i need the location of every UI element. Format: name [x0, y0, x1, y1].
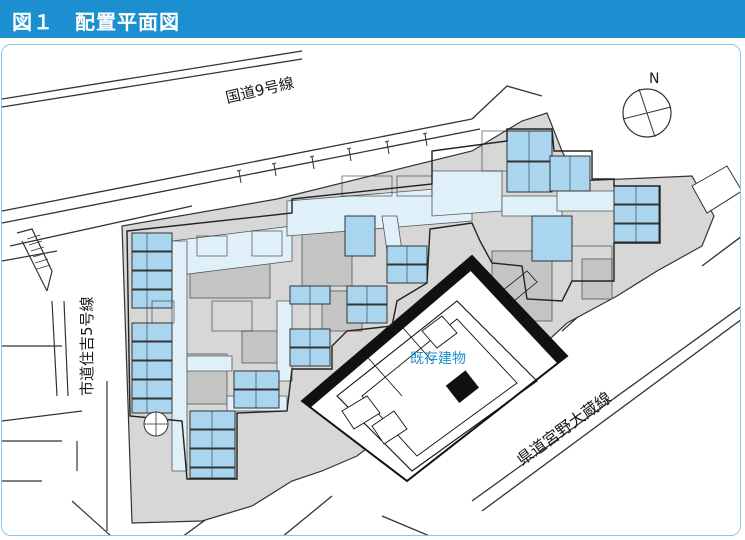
site-plan: 国道9号線 市道住吉5号線 県道宮野大蔵線 既存建物 N	[2, 50, 740, 535]
site-plan-frame: 国道9号線 市道住吉5号線 県道宮野大蔵線 既存建物 N	[1, 44, 741, 536]
corridors	[171, 170, 623, 472]
interior-details	[146, 130, 637, 478]
existing-building	[300, 254, 569, 483]
city-road	[2, 228, 111, 535]
figure-title-text: 配置平面図	[75, 10, 180, 34]
facility-outline	[126, 128, 661, 480]
national-route-ticks	[236, 132, 428, 184]
figure-number: 図１	[12, 10, 54, 34]
national-route-road	[2, 50, 543, 247]
label-city-road: 市道住吉5号線	[78, 296, 96, 396]
round-stair	[143, 411, 169, 437]
rooms	[131, 130, 660, 479]
figure-title-bar: 図１ 配置平面図	[0, 0, 745, 38]
label-north: N	[649, 71, 659, 87]
label-prefectural-road: 県道宮野大蔵線	[513, 388, 615, 469]
parking-structure	[691, 165, 740, 214]
figure-title: 図１ 配置平面図	[12, 6, 180, 35]
north-arrow	[622, 88, 672, 138]
label-existing-building: 既存建物	[410, 351, 466, 367]
label-national-route: 国道9号線	[224, 74, 296, 107]
stair-hatch	[26, 234, 51, 270]
